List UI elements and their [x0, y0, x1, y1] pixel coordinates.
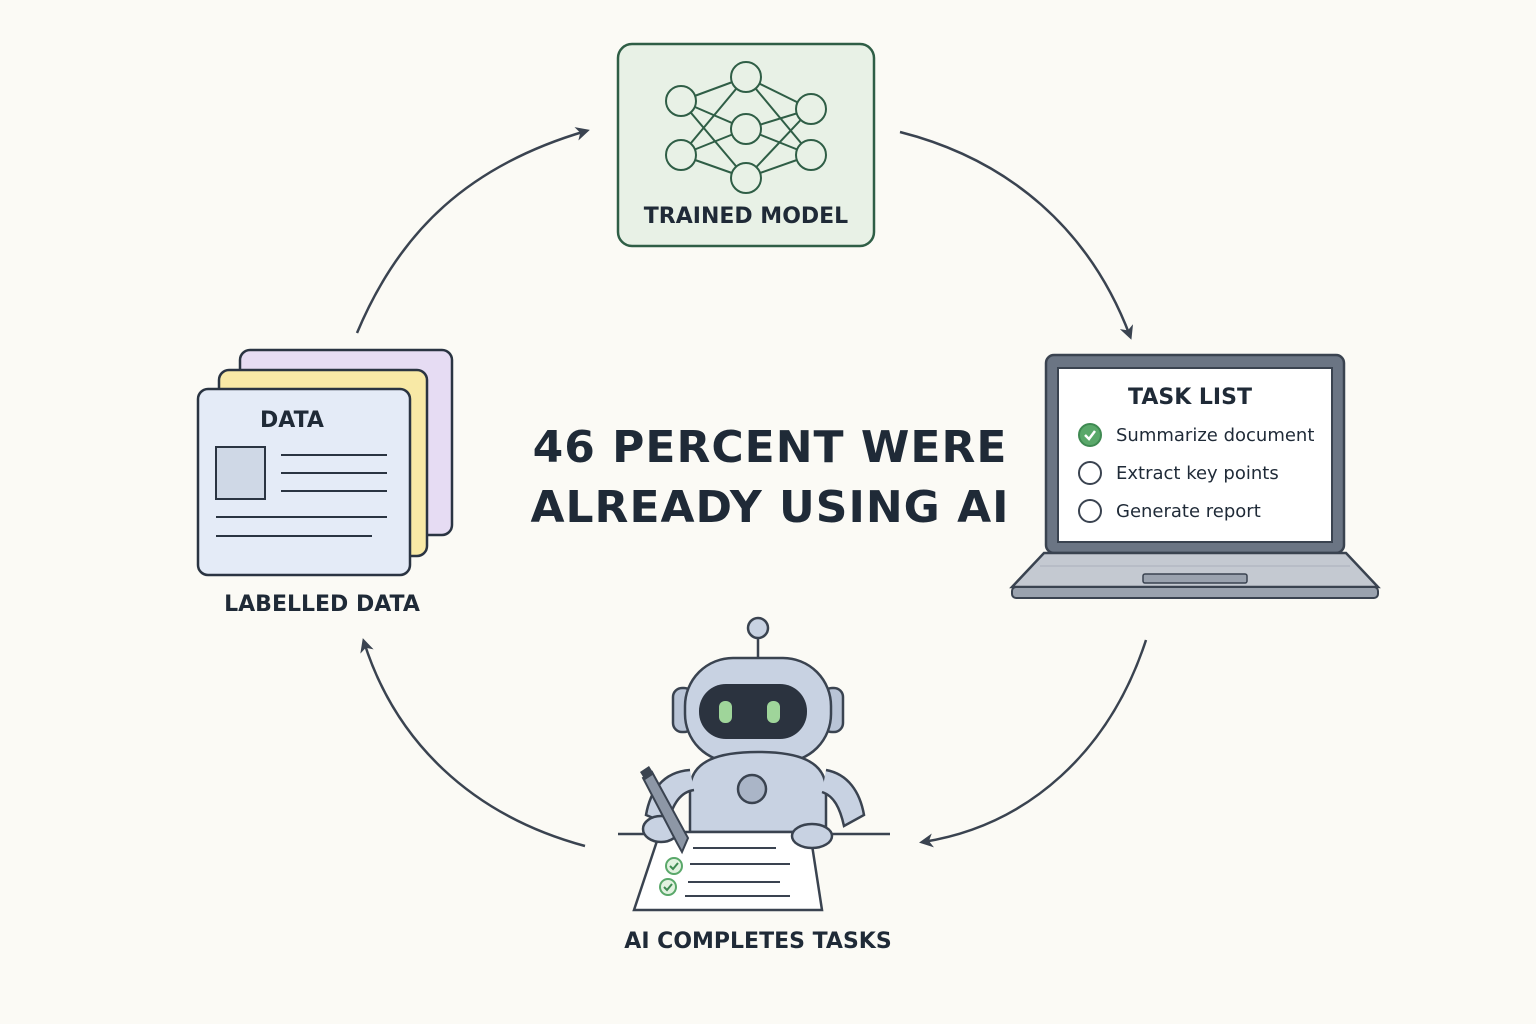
ai-completes-tasks-label: AI COMPLETES TASKS [624, 929, 892, 954]
arrow-robot-to-data [360, 638, 586, 848]
arrow-tasklist-to-robot [919, 639, 1148, 848]
document-stack-icon [196, 348, 454, 577]
trained-model-node [616, 42, 876, 248]
task-item: Generate report [1078, 496, 1261, 526]
neural-network-icon [665, 61, 827, 194]
task-list-title: TASK LIST [1128, 385, 1252, 410]
laptop-icon [1009, 353, 1381, 599]
trained-model-label: TRAINED MODEL [643, 204, 849, 229]
task-item: Extract key points [1078, 458, 1279, 488]
labelled-data-label: LABELLED DATA [224, 592, 420, 617]
check-circle-icon [1078, 423, 1102, 447]
data-card-title: DATA [260, 408, 324, 433]
pencil-icon [640, 766, 690, 855]
arrow-model-to-tasklist [899, 130, 1134, 340]
empty-circle-icon [1078, 461, 1102, 485]
task-item: Summarize document [1078, 420, 1314, 450]
empty-circle-icon [1078, 499, 1102, 523]
robot-icon [618, 616, 890, 912]
headline-line-1: 46 PERCENT WERE [532, 422, 1008, 473]
arrow-data-to-model [355, 127, 590, 334]
task-item-label: Summarize document [1116, 424, 1315, 446]
task-item-label: Generate report [1116, 500, 1261, 522]
headline: 46 PERCENT WERE ALREADY USING AI [520, 418, 1020, 538]
task-item-label: Extract key points [1116, 462, 1279, 484]
headline-line-2: ALREADY USING AI [530, 482, 1010, 533]
